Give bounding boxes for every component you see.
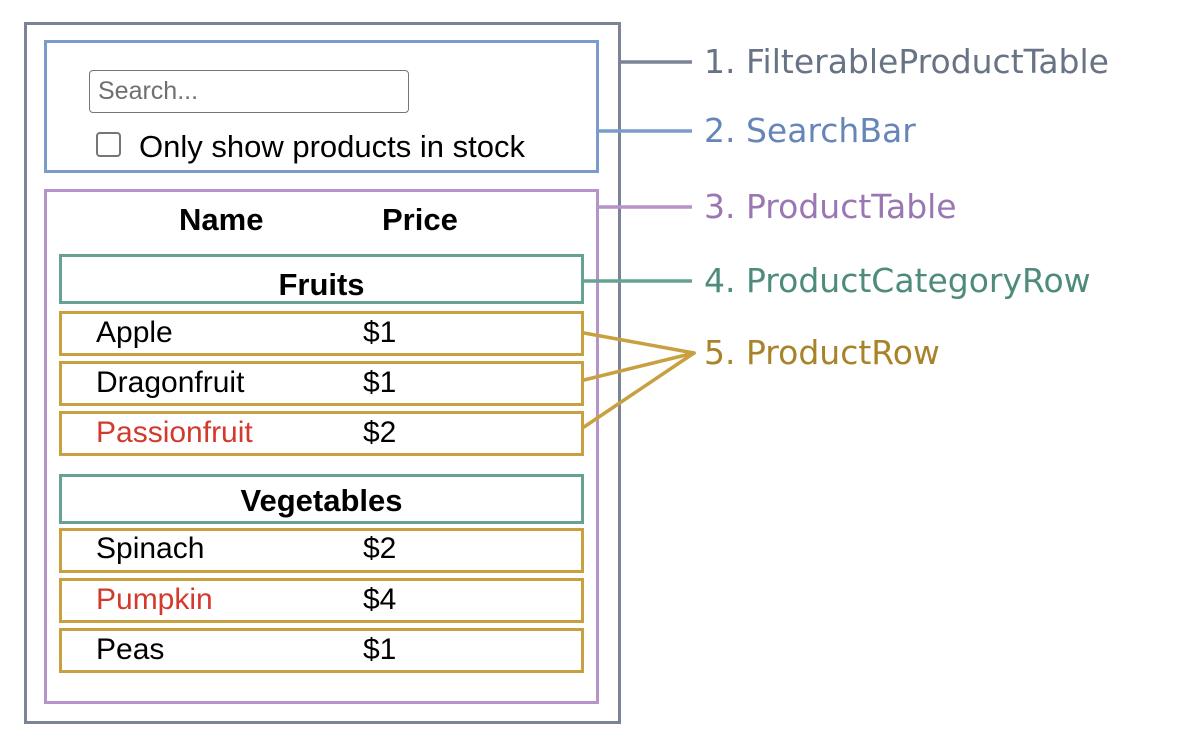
product-category-row-box	[59, 254, 584, 304]
product-price: $1	[363, 316, 397, 349]
label-search-bar: 2. SearchBar	[704, 111, 916, 150]
category-name: Vegetables	[240, 483, 403, 518]
product-row-box	[59, 628, 584, 673]
connector-5c	[582, 351, 696, 429]
in-stock-checkbox-label: Only show products in stock	[139, 129, 525, 164]
product-row-box	[59, 528, 584, 573]
product-name: Spinach	[96, 532, 205, 565]
search-input[interactable]	[89, 70, 409, 113]
label-product-row: 5. ProductRow	[704, 333, 940, 372]
label-product-table: 3. ProductTable	[704, 187, 957, 226]
product-name-out-of-stock: Passionfruit	[96, 416, 253, 449]
connector-5a	[582, 331, 696, 355]
label-product-category-row: 4. ProductCategoryRow	[704, 261, 1091, 300]
product-row-box	[59, 578, 584, 623]
product-category-row-box	[59, 474, 584, 524]
in-stock-checkbox[interactable]	[96, 132, 121, 157]
product-price: $1	[363, 366, 397, 399]
header-name: Name	[179, 202, 264, 237]
label-filterable-product-table: 1. FilterableProductTable	[704, 42, 1109, 81]
product-name-out-of-stock: Pumpkin	[96, 583, 213, 616]
product-price: $2	[363, 416, 397, 449]
product-price: $2	[363, 532, 397, 565]
search-bar-box	[44, 40, 599, 173]
product-name: Peas	[96, 633, 165, 666]
product-row-box	[59, 411, 584, 456]
product-table-box	[44, 189, 599, 704]
connector-5b	[582, 351, 696, 382]
header-price: Price	[382, 202, 458, 237]
product-name: Apple	[96, 316, 173, 349]
product-price: $1	[363, 633, 397, 666]
product-row-box	[59, 361, 584, 406]
product-name: Dragonfruit	[96, 366, 245, 399]
product-price: $4	[363, 583, 397, 616]
category-name: Fruits	[278, 267, 365, 302]
